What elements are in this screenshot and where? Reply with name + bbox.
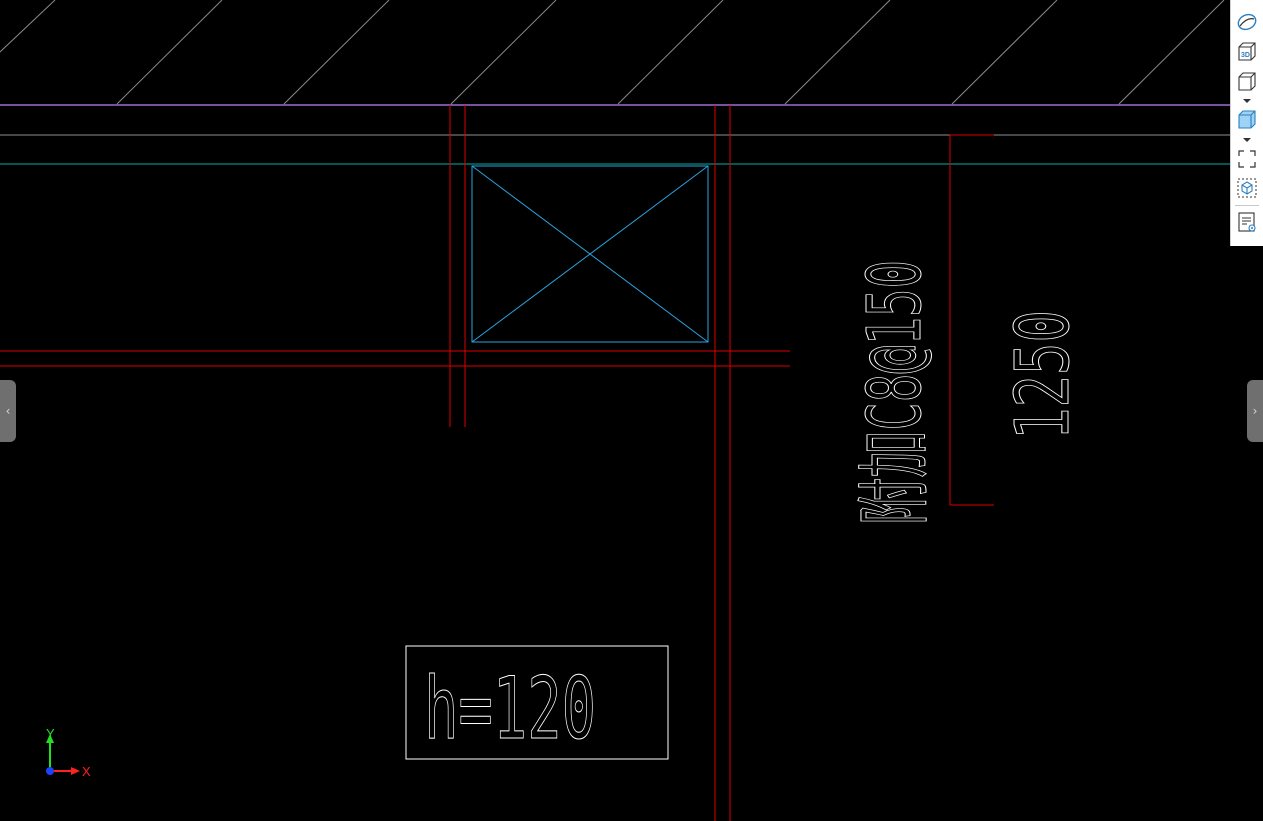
slab-opening[interactable] bbox=[471, 165, 709, 343]
wireframe-cube-icon[interactable] bbox=[1235, 70, 1259, 94]
view-cube-icon[interactable] bbox=[1235, 176, 1259, 200]
chevron-left-icon: ‹ bbox=[5, 404, 11, 418]
chevron-right-icon: › bbox=[1252, 404, 1258, 418]
hatch-area bbox=[0, 0, 1225, 105]
fullscreen-icon[interactable] bbox=[1235, 147, 1259, 171]
shaded-dropdown-caret[interactable] bbox=[1243, 138, 1251, 142]
rebar-note-text[interactable]: 附加C8@150 bbox=[852, 260, 939, 526]
svg-text:3D: 3D bbox=[1241, 52, 1250, 59]
view-toolbar: 3D bbox=[1230, 0, 1263, 246]
left-panel-toggle[interactable]: ‹ bbox=[0, 380, 16, 442]
properties-icon[interactable] bbox=[1235, 210, 1259, 234]
toolbar-separator bbox=[1235, 205, 1259, 206]
ucs-axis-icon: Y X bbox=[46, 726, 91, 779]
right-panel-toggle[interactable]: › bbox=[1247, 380, 1263, 442]
red-beam-lines bbox=[0, 105, 790, 821]
slab-thickness-tag[interactable]: h=120 bbox=[405, 645, 669, 760]
slab-thickness-text: h=120 bbox=[424, 659, 596, 759]
shaded-cube-icon[interactable] bbox=[1235, 108, 1259, 132]
orbit-icon[interactable] bbox=[1235, 10, 1259, 34]
wireframe-dropdown-caret[interactable] bbox=[1243, 99, 1251, 103]
axis-x-label: X bbox=[82, 764, 91, 779]
3d-view-icon[interactable]: 3D bbox=[1235, 40, 1259, 64]
dimension-text[interactable]: 1250 bbox=[1000, 310, 1087, 441]
rebar-range-bracket bbox=[949, 134, 994, 506]
axis-y-label: Y bbox=[46, 726, 55, 741]
